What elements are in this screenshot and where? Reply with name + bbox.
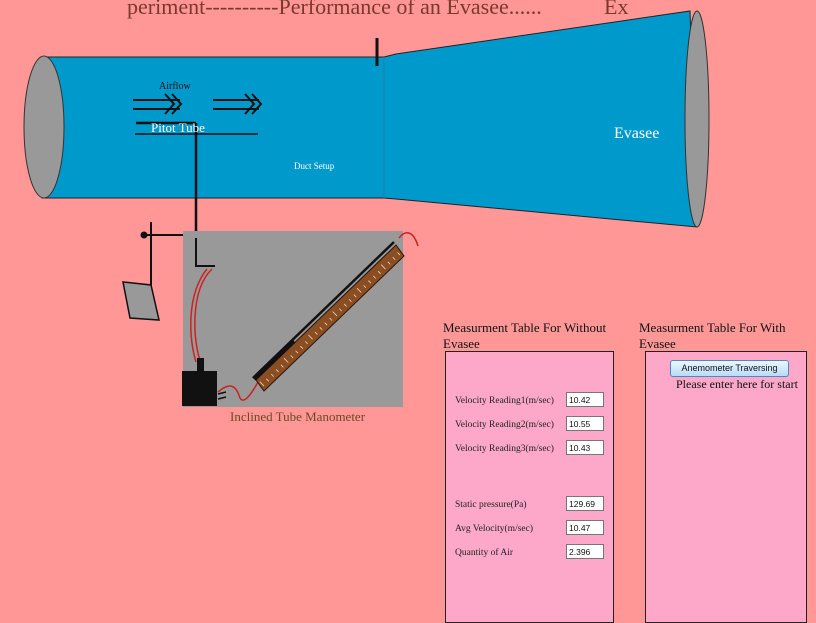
avg-velocity-field[interactable]: 10.47 <box>566 520 604 535</box>
airflow-arrow-icon <box>133 93 183 115</box>
scale-tick <box>368 280 372 284</box>
manometer-label: Inclined Tube Manometer <box>230 409 366 424</box>
scale-tick <box>372 275 377 279</box>
scale-tick <box>363 284 367 289</box>
scale-tick <box>353 294 357 298</box>
anemometer-traversing-button[interactable]: Anemometer Traversing <box>670 360 789 377</box>
static-pressure-label: Static pressure(Pa) <box>455 500 527 510</box>
start-hint: Please enter here for start <box>676 377 798 391</box>
airflow-arrow-icon <box>213 93 263 115</box>
evasee-label: Evasee <box>614 125 660 142</box>
scale-tick <box>392 256 396 260</box>
traverse-weight <box>122 281 160 321</box>
scale-tick <box>283 358 289 363</box>
title-text: periment----------Performance of an Evas… <box>127 0 542 19</box>
scale-tick <box>387 261 391 265</box>
scale-tick <box>295 350 299 354</box>
scale-tick <box>290 355 294 359</box>
pitot-tube <box>136 121 198 238</box>
velocity-reading1-label: Velocity Reading1(m/sec) <box>455 396 554 406</box>
pitot-connector <box>195 238 215 267</box>
manometer-tubing <box>194 268 213 361</box>
scale-tick <box>270 373 275 377</box>
scale-tick <box>356 287 362 293</box>
without-evasee-panel: Velocity Reading1(m/sec) 10.42 Velocity … <box>445 351 614 623</box>
quantity-of-air-label: Quantity of Air <box>455 548 514 558</box>
manometer-box <box>183 231 403 407</box>
evasee-body <box>383 10 698 228</box>
velocity-reading3-label: Velocity Reading3(m/sec) <box>455 444 554 454</box>
scale-tick <box>266 378 270 382</box>
scale-tick <box>380 264 386 270</box>
manometer-tubing <box>217 381 259 401</box>
manometer-reservoir <box>182 371 217 406</box>
with-evasee-heading: Measurment Table For With Evasee <box>639 320 786 351</box>
scale-tick <box>348 298 352 303</box>
scale-tick <box>314 331 318 335</box>
page-title: periment----------Performance of an Evas… <box>0 0 816 22</box>
manometer-tubing <box>190 268 208 363</box>
scale-tick <box>329 317 333 321</box>
quantity-of-air-field[interactable]: 2.396 <box>566 544 604 559</box>
scale-tick <box>300 345 304 349</box>
velocity-reading2-field[interactable]: 10.55 <box>566 416 604 431</box>
avg-velocity-label: Avg Velocity(m/sec) <box>455 524 534 534</box>
duct-setup-label: Duct Setup <box>294 161 335 171</box>
scale-tick <box>280 364 284 368</box>
reservoir-connector <box>217 396 227 400</box>
velocity-reading2-label: Velocity Reading2(m/sec) <box>455 420 554 430</box>
scale-tick <box>308 334 313 340</box>
scale-tick <box>338 308 343 312</box>
velocity-reading3-field[interactable]: 10.43 <box>566 440 604 455</box>
title-text-tail: Ex <box>604 0 629 19</box>
scale-tick <box>324 322 328 326</box>
pitot-tube-label: Pitot Tube <box>151 120 205 135</box>
scale-tick <box>377 270 381 274</box>
velocity-reading1-field[interactable]: 10.42 <box>566 392 604 407</box>
reservoir-neck <box>197 358 204 372</box>
static-pressure-field[interactable]: 129.69 <box>566 496 604 511</box>
manometer-tubing <box>398 232 419 247</box>
scale-tick <box>304 341 309 345</box>
reservoir-connector <box>217 391 227 395</box>
scale-tick <box>343 303 347 307</box>
without-evasee-heading: Measurment Table For Without Evasee <box>443 320 607 351</box>
scale-tick <box>332 311 338 317</box>
duct-inlet <box>23 55 65 199</box>
evasee-outlet <box>684 10 710 228</box>
duct-body <box>41 56 387 199</box>
with-evasee-panel: Anemometer Traversing Please enter here … <box>645 351 807 623</box>
inclined-scale <box>252 241 405 392</box>
scale-tick <box>319 327 323 331</box>
airflow-label: Airflow <box>159 81 191 92</box>
scale-tick <box>259 381 265 387</box>
scale-tick <box>275 369 279 373</box>
scale-tick <box>397 252 401 256</box>
